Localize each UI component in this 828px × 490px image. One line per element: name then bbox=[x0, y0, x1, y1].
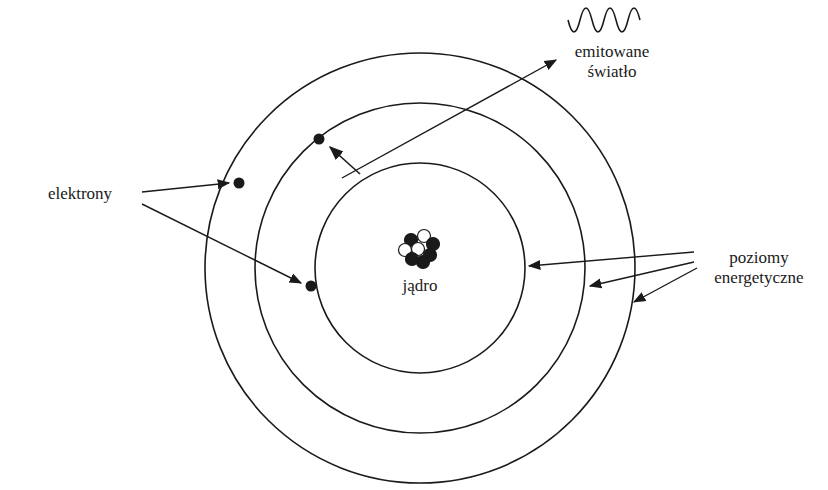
part-label: elektrony bbox=[24, 184, 136, 204]
part-label: emitowane światło bbox=[556, 42, 668, 82]
leader-arrow bbox=[529, 252, 694, 266]
nucleus bbox=[399, 230, 440, 269]
leader-arrow bbox=[634, 268, 697, 302]
electron bbox=[306, 281, 317, 292]
electron bbox=[314, 134, 325, 145]
part-label: poziomy energetyczne bbox=[700, 248, 818, 288]
light-wave bbox=[568, 8, 640, 32]
leader-arrow bbox=[142, 204, 301, 283]
part-label: jądro bbox=[378, 276, 462, 296]
inner-orbit bbox=[315, 163, 525, 373]
electron bbox=[234, 178, 245, 189]
middle-orbit bbox=[255, 103, 585, 433]
leader-arrow bbox=[142, 183, 229, 192]
leader-arrow bbox=[590, 262, 694, 286]
emission-arrow bbox=[342, 60, 556, 178]
